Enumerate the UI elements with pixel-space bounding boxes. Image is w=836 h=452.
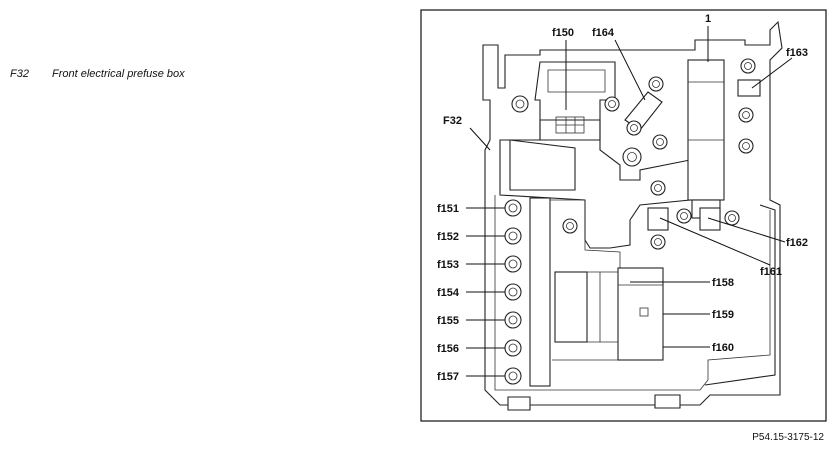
relay-1 <box>687 59 725 201</box>
label-f155: f155 <box>437 315 459 327</box>
label-f152: f152 <box>437 231 459 243</box>
label-f154: f154 <box>437 287 460 299</box>
label-f157: f157 <box>437 371 459 383</box>
housing-outline <box>482 20 783 406</box>
housing-inner <box>494 195 771 391</box>
fuse-f163-holder <box>737 79 761 97</box>
label-F32: F32 <box>443 115 462 127</box>
label-f153: f153 <box>437 259 459 271</box>
reference-code: P54.15-3175-12 <box>752 432 824 443</box>
label-f161: f161 <box>760 266 782 278</box>
fuse-caps <box>504 199 522 385</box>
right-bracket <box>704 204 776 386</box>
fuse-strip <box>529 197 551 387</box>
label-f163: f163 <box>786 47 808 59</box>
label-f151: f151 <box>437 203 459 215</box>
label-f162: f162 <box>786 237 808 249</box>
caption-code: F32 <box>10 68 29 80</box>
label-f160: f160 <box>712 342 734 354</box>
label-f156: f156 <box>437 343 459 355</box>
label-f158: f158 <box>712 277 734 289</box>
label-1: 1 <box>705 13 711 25</box>
diagram-frame <box>420 9 827 422</box>
label-f159: f159 <box>712 309 734 321</box>
caption-text: Front electrical prefuse box <box>52 68 185 80</box>
foot-left <box>507 396 531 411</box>
leader-lines <box>466 26 793 377</box>
label-f164: f164 <box>592 27 615 39</box>
relay-block <box>554 271 588 343</box>
foot-right <box>654 394 681 409</box>
label-f150: f150 <box>552 27 574 39</box>
